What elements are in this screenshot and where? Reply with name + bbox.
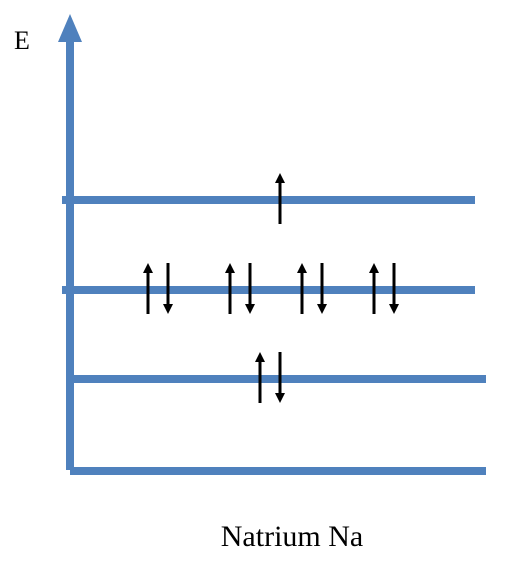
electron-down-arrow: [275, 352, 285, 403]
energy-axis-arrowhead: [58, 14, 82, 42]
electron-down-arrow: [163, 263, 173, 314]
electron-up-arrow: [225, 263, 235, 314]
electron-down-arrow: [245, 263, 255, 314]
energy-levels: [62, 196, 486, 383]
electron-up-arrow: [369, 263, 379, 314]
electron-up-arrow: [297, 263, 307, 314]
electron-up-arrow: [143, 263, 153, 314]
electron-down-arrow: [389, 263, 399, 314]
energy-axis-label: E: [14, 26, 30, 55]
energy-axis: [58, 14, 486, 475]
diagram-caption: Natrium Na: [220, 520, 364, 553]
electron-up-arrow: [255, 352, 265, 403]
electron-down-arrow: [317, 263, 327, 314]
electron-up-arrow: [275, 173, 285, 224]
electrons: [143, 173, 399, 403]
